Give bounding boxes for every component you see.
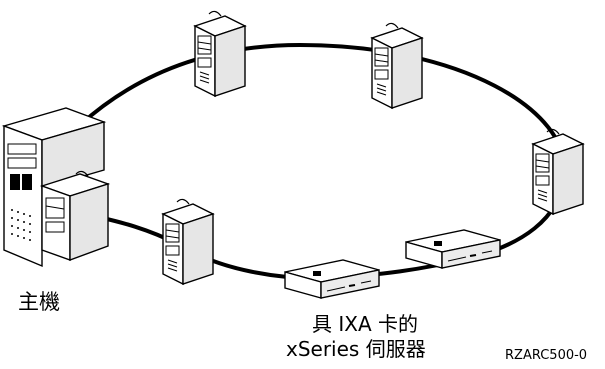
tower-server-icon bbox=[371, 22, 423, 109]
figure-id: RZARC500-0 bbox=[505, 348, 588, 363]
xseries-label-line2: xSeries 伺服器 bbox=[286, 337, 426, 361]
rack-server-icon bbox=[284, 259, 380, 299]
host-label: 主機 bbox=[18, 290, 60, 314]
rack-server-icon bbox=[405, 229, 501, 269]
tower-server-icon bbox=[532, 128, 584, 215]
tower-server-icon bbox=[194, 10, 246, 97]
xseries-label-line1: 具 IXA 卡的 bbox=[312, 312, 418, 336]
tower-server-icon bbox=[162, 198, 214, 285]
host-system-icon bbox=[1, 107, 111, 268]
